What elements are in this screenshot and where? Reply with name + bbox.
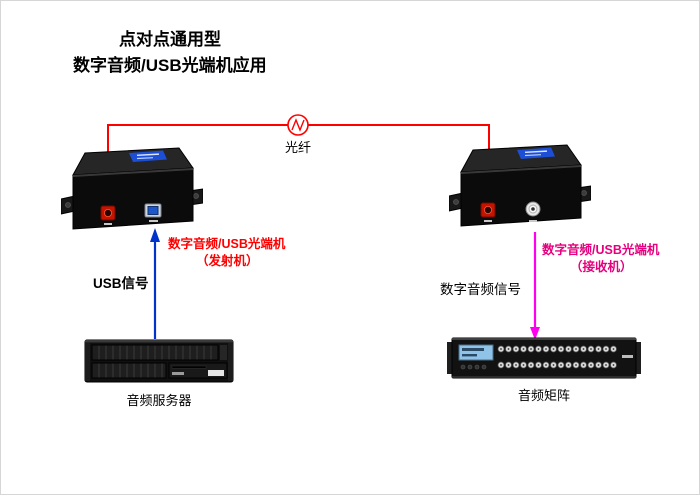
matrix-buttons	[460, 364, 487, 370]
receiver-device	[449, 144, 591, 227]
matrix-rack-ear-right	[634, 342, 641, 374]
server-drive-bays-row2	[91, 362, 167, 379]
receiver-label: 数字音频/USB光端机 （接收机）	[542, 242, 659, 276]
matrix-rack-ear-left	[447, 342, 454, 374]
device-label-sticker	[517, 147, 555, 159]
receiver-label-line1: 数字音频/USB光端机	[542, 243, 660, 257]
device-front-face	[460, 164, 582, 227]
usb-signal-label: USB信号	[93, 276, 149, 291]
usb-signal-arrow	[150, 228, 160, 339]
server-rack-ear-right	[228, 343, 233, 381]
audio-signal-arrow	[530, 232, 540, 340]
transmitter-label-line2: （发射机）	[196, 254, 259, 268]
audio-server-device	[84, 339, 234, 383]
diagram-title-line2: 数字音频/USB光端机应用	[73, 56, 267, 75]
audio-signal-label: 数字音频信号	[440, 282, 521, 297]
audio-matrix-device	[447, 337, 641, 379]
rca-audio-port	[525, 201, 541, 222]
audio-server-caption: 音频服务器	[126, 393, 192, 408]
fiber-symbol-icon	[287, 114, 309, 136]
device-edge-highlight	[461, 165, 581, 174]
server-drive-bays-row1	[91, 344, 227, 361]
device-edge-highlight	[73, 168, 193, 177]
device-front-face	[72, 167, 194, 230]
server-rack-ear-left	[85, 343, 90, 381]
matrix-brand-mark	[622, 355, 633, 358]
transmitter-label-line1: 数字音频/USB光端机	[168, 237, 286, 251]
fiber-port	[480, 202, 496, 222]
receiver-label-line2: （接收机）	[570, 260, 633, 274]
device-label-sticker	[129, 150, 167, 162]
transmitter-label: 数字音频/USB光端机 （发射机）	[168, 236, 285, 270]
fiber-label: 光纤	[284, 140, 311, 155]
server-media-panel	[168, 362, 228, 379]
matrix-lcd-screen	[458, 344, 494, 361]
transmitter-device	[61, 147, 203, 230]
diagram-title: 点对点通用型 数字音频/USB光端机应用	[73, 27, 267, 79]
diagram-title-line1: 点对点通用型	[119, 30, 221, 49]
usb-host-port	[144, 203, 162, 222]
audio-matrix-caption: 音频矩阵	[517, 388, 570, 403]
fiber-port	[100, 205, 116, 225]
